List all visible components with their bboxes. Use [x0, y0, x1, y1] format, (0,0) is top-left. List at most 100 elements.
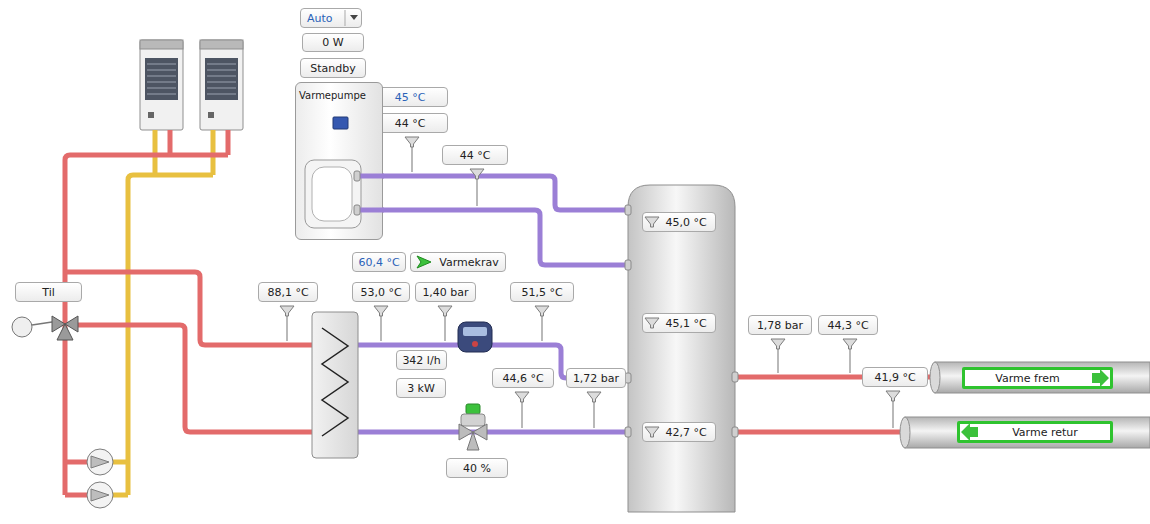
sensor-stem	[476, 179, 477, 206]
sensor-stem	[593, 402, 594, 428]
sensor-stem	[286, 316, 287, 341]
value-text: Auto	[307, 12, 333, 25]
valve-position-readout: 40 %	[446, 458, 508, 478]
temperature-readout: 44,6 °C	[492, 368, 554, 388]
valve-head	[461, 414, 485, 426]
grille-lines	[207, 64, 236, 94]
supply-pipe-band	[935, 362, 1150, 393]
value-text: 44,6 °C	[502, 372, 543, 385]
pressure-readout: 1,78 bar	[748, 315, 812, 335]
value-text: 1,78 bar	[757, 319, 803, 332]
unit-body	[200, 40, 243, 130]
purple-pipes	[358, 176, 628, 432]
value-text: Standby	[310, 62, 355, 75]
temperature-readout: 41,9 °C	[862, 367, 928, 387]
pump-body	[458, 322, 492, 352]
outdoor-unit	[200, 40, 243, 130]
pressure-sensor	[587, 392, 601, 402]
temperature-readout: 53,0 °C	[352, 282, 410, 302]
tank-ports	[625, 205, 738, 437]
value-text: 88,1 °C	[267, 286, 308, 299]
valve-stem	[32, 322, 52, 325]
value-text: Varmekrav	[439, 256, 498, 269]
pipe-end	[900, 417, 910, 448]
temperature-readout: 44 °C	[442, 145, 508, 165]
temperature-sensor	[280, 306, 294, 316]
value-text: Varme frem	[995, 372, 1059, 385]
circulation-pump	[458, 322, 492, 352]
temperature-readout: 51,5 °C	[510, 282, 574, 302]
three-way-valve	[12, 316, 78, 340]
sensor-stem	[892, 401, 893, 428]
value-text: 42,7 °C	[665, 426, 706, 439]
compressor	[87, 449, 113, 475]
supply-label: Varme frem	[962, 367, 1113, 389]
compressor	[87, 482, 113, 508]
valve-body	[467, 432, 479, 450]
temperature-sensor	[843, 339, 857, 349]
port	[732, 427, 738, 437]
tank-temperature-readout: 42,7 °C	[642, 422, 716, 442]
temperature-readout: 44,3 °C	[818, 315, 878, 335]
pipe	[65, 462, 87, 495]
pump-led	[472, 341, 478, 347]
pressure-sensor	[438, 306, 452, 316]
sensor-stem	[444, 316, 445, 341]
compressor-mark	[91, 456, 109, 468]
compressor-body	[87, 482, 113, 508]
sensor-stem	[411, 147, 412, 172]
unit-grille	[145, 58, 178, 100]
pipe	[113, 462, 128, 495]
port	[625, 427, 631, 437]
setpoint-readout: 60,4 °C	[352, 252, 406, 272]
value-text: 44,3 °C	[827, 319, 868, 332]
port	[732, 372, 738, 382]
pipe	[735, 430, 905, 435]
heat-demand-button: Varmekrav	[410, 252, 506, 272]
value-text: 41,9 °C	[874, 371, 915, 384]
return-pipe-band	[905, 417, 1150, 448]
outdoor-unit	[140, 40, 183, 130]
return-label: Varme retur	[957, 421, 1113, 443]
exchanger-body	[312, 312, 358, 458]
value-text: 1,40 bar	[422, 286, 468, 299]
sensor-stem	[777, 349, 778, 373]
pipe-end	[930, 362, 940, 393]
valve-state-readout: Til	[15, 282, 82, 302]
unit-cap	[140, 40, 183, 49]
unit-cap	[200, 40, 243, 49]
control-valve	[459, 404, 487, 450]
temperature-sensor	[515, 392, 529, 402]
compressor-mark	[91, 489, 109, 501]
value-text: Varme retur	[1012, 426, 1078, 439]
valve-body	[57, 324, 73, 340]
tank-temperature-readout: 45,0 °C	[642, 212, 716, 232]
value-text: Varmepumpe	[299, 90, 366, 101]
unit-body	[140, 40, 183, 130]
pipe	[358, 430, 628, 435]
unit-badge	[148, 112, 154, 118]
pressure-sensor	[771, 339, 785, 349]
sensor-stem	[849, 349, 850, 373]
sensor-stem	[521, 402, 522, 428]
grille-lines	[147, 64, 176, 94]
sensor-stem	[541, 316, 542, 341]
value-text: 45 °C	[395, 91, 426, 104]
value-text: 44 °C	[460, 149, 491, 162]
storage-tank	[628, 185, 735, 512]
pressure-readout: 1,72 bar	[566, 368, 626, 388]
value-text: 53,0 °C	[360, 286, 401, 299]
value-text: 45,1 °C	[665, 317, 706, 330]
tank-temperature-readout: 45,1 °C	[642, 313, 716, 333]
value-text: 51,5 °C	[521, 286, 562, 299]
unit-grille	[205, 58, 238, 100]
port	[625, 260, 631, 270]
power-readout: 3 kW	[396, 378, 446, 398]
exchanger-coil	[322, 328, 348, 436]
unit-badge	[208, 112, 214, 118]
temperature-sensor	[405, 137, 419, 147]
port	[625, 205, 631, 215]
power-readout: 0 W	[302, 33, 364, 52]
